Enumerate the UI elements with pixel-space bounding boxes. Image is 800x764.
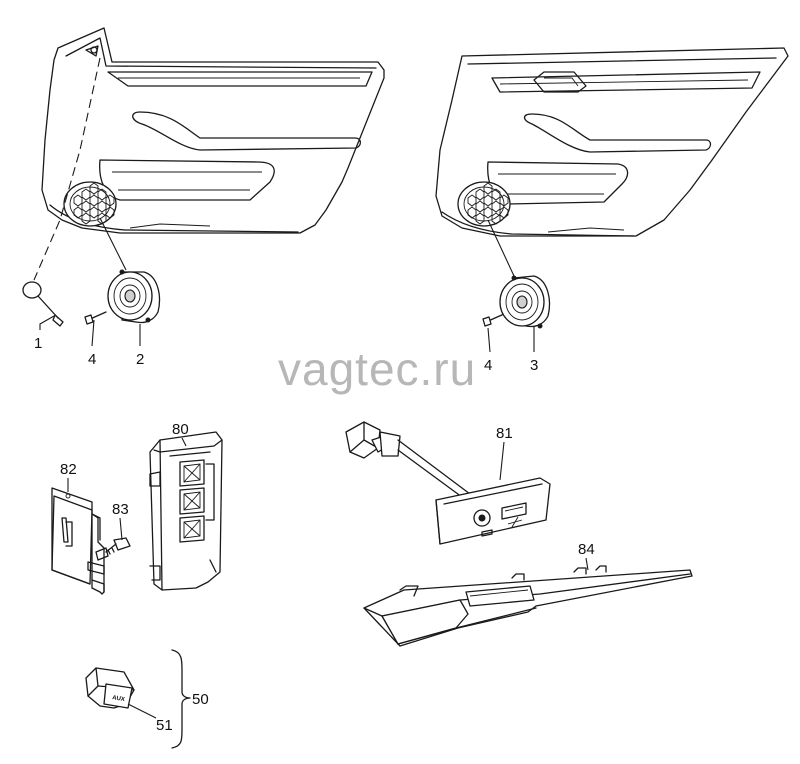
callout-84: 84	[578, 541, 595, 558]
callout-1: 1	[34, 335, 42, 352]
part-2-front-speaker	[99, 217, 161, 324]
rear-door-trim-panel	[435, 47, 789, 237]
part-51-aux-socket: AUX	[85, 667, 135, 709]
part-4-screw-rear	[482, 313, 505, 327]
aux-label: AUX	[112, 695, 126, 703]
callout-50: 50	[192, 691, 209, 708]
callout-81: 81	[496, 425, 513, 442]
callout-2: 2	[136, 351, 144, 368]
callout-83: 83	[112, 501, 129, 518]
group-50-brace	[171, 649, 191, 749]
part-83-screw	[105, 537, 131, 555]
part-3-rear-speaker	[487, 219, 551, 329]
front-door-trim-panel	[33, 27, 385, 281]
part-81-usb-aux-socket	[345, 421, 551, 545]
callout-4-front: 4	[88, 351, 96, 368]
callout-80: 80	[172, 421, 189, 438]
callout-82: 82	[60, 461, 77, 478]
part-4-screw-front	[84, 311, 107, 325]
part-84-console-tray	[363, 565, 693, 647]
callout-3: 3	[530, 357, 538, 374]
leader-lines	[39, 315, 589, 719]
part-80-control-unit	[149, 431, 223, 591]
callout-51: 51	[156, 717, 173, 734]
part-1-cover-cap	[22, 281, 64, 327]
watermark: vagtec.ru	[278, 343, 476, 395]
part-82-bracket	[51, 487, 109, 595]
callout-4-rear: 4	[484, 357, 492, 374]
